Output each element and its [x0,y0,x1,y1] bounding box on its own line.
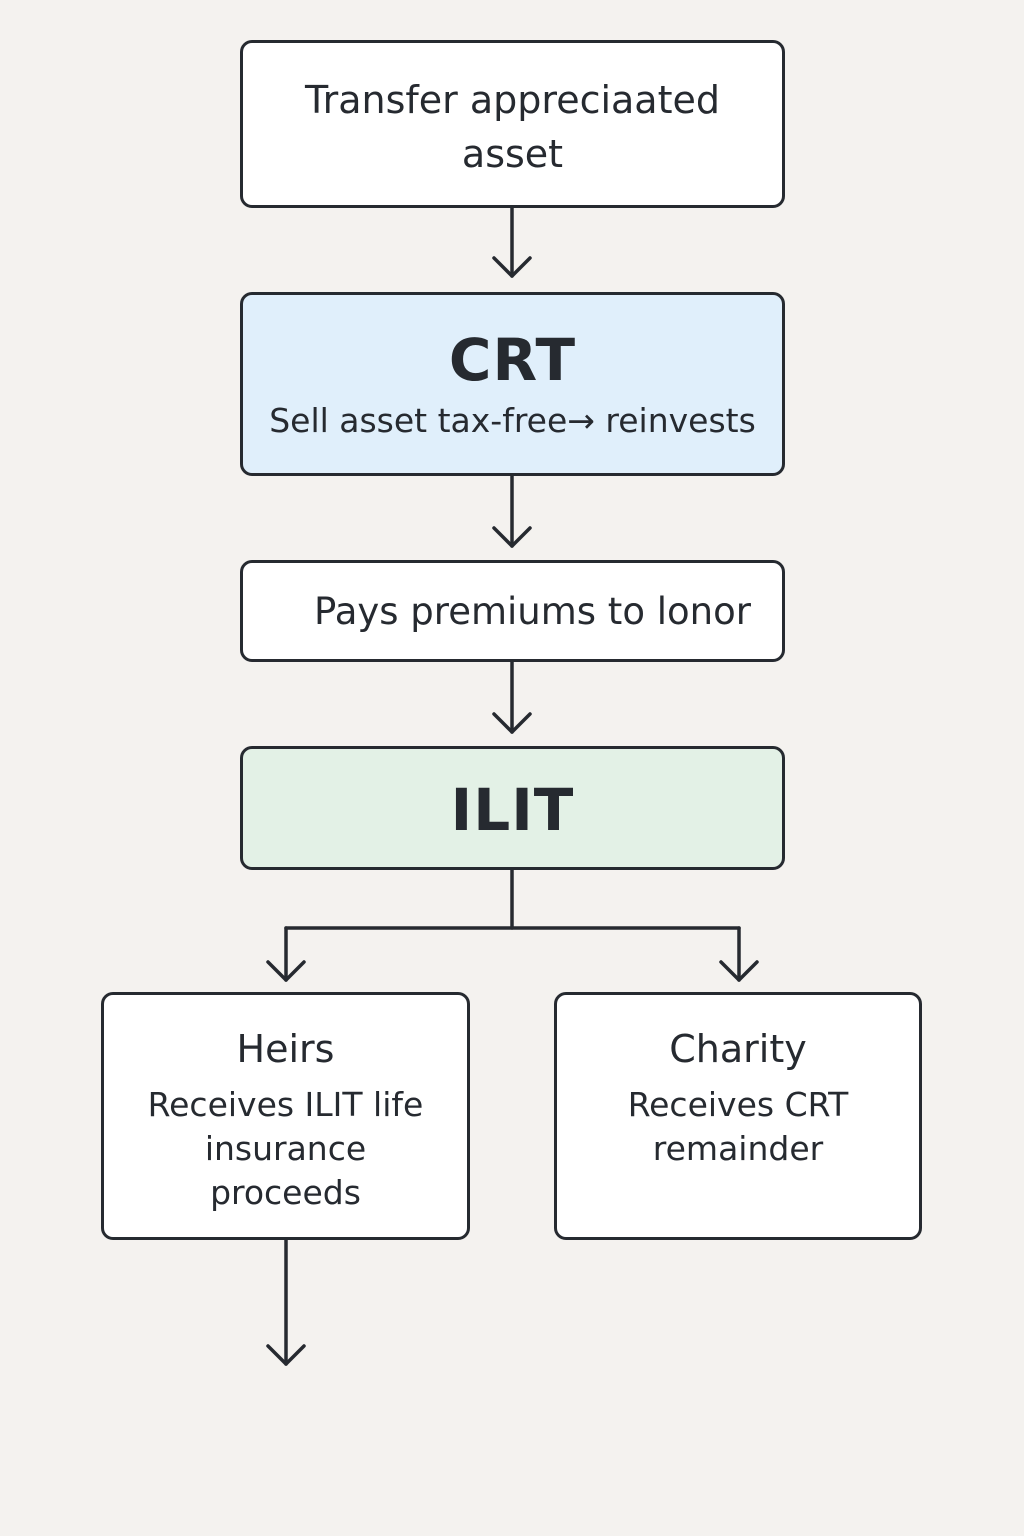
crt-box: CRT Sell asset tax-free→ reinvests [240,292,785,476]
charity-title: Charity [669,1027,807,1071]
crt-subtitle: Sell asset tax-free→ reinvests [269,401,756,440]
ilit-box: ILIT [240,746,785,870]
charity-description: Receives CRT remainder [627,1085,849,1168]
pays-premiums-box: Pays premiums to lonor [240,560,785,662]
pays-premiums-label: Pays premiums to lonor [314,590,751,633]
transfer-asset-box: Transfer appreciaated asset [240,40,785,208]
transfer-asset-label: Transfer appreciaated asset [305,78,720,176]
arrow-ilit-to-heirs [266,926,306,982]
charity-box: Charity Receives CRT remainder [554,992,922,1240]
ilit-title: ILIT [450,776,575,844]
heirs-title: Heirs [236,1027,335,1071]
arrow-heirs-down [266,1238,306,1366]
arrow-crt-to-pays [492,474,532,548]
arrow-transfer-to-crt [492,206,532,278]
heirs-box: Heirs Receives ILIT life insurance proce… [101,992,470,1240]
branch-ilit-split [284,868,741,930]
arrow-ilit-to-charity [719,926,759,982]
crt-title: CRT [448,326,577,394]
arrow-pays-to-ilit [492,660,532,734]
heirs-description: Receives ILIT life insurance proceeds [147,1085,424,1212]
